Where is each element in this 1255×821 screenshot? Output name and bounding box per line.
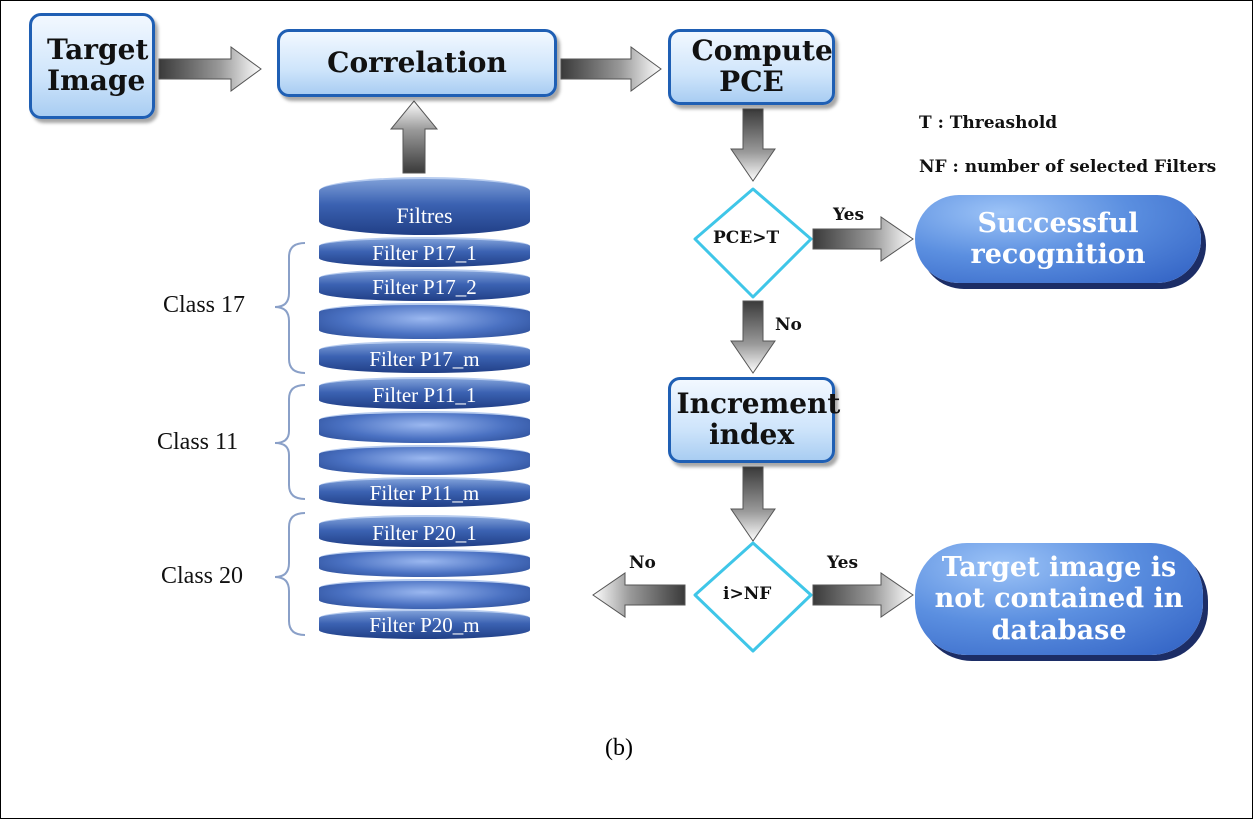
filter-label: Filter P17_2 bbox=[372, 275, 477, 299]
brace-class-17 bbox=[274, 242, 306, 374]
arrow-decision-to-increment bbox=[730, 300, 776, 374]
edge-label-no-2: No bbox=[629, 553, 656, 573]
not-contained-pill: Target image is not contained in databas… bbox=[915, 543, 1203, 655]
edge-label-no-1: No bbox=[775, 315, 802, 335]
figure-caption: (b) bbox=[605, 735, 633, 761]
brace-class-20 bbox=[274, 512, 306, 636]
edge-label-yes-2: Yes bbox=[827, 553, 859, 573]
filter-label: Filter P11_1 bbox=[372, 383, 477, 407]
filter-disk-p20-blank-2 bbox=[319, 579, 530, 609]
correlation-label: Correlation bbox=[327, 45, 507, 79]
filters-db-top: Filtres bbox=[319, 177, 530, 235]
decision-pce-diamond bbox=[693, 187, 813, 299]
filter-label: Filter P17_m bbox=[369, 347, 480, 371]
compute-pce-box: Compute PCE bbox=[668, 29, 835, 105]
brace-class-11 bbox=[274, 384, 306, 500]
filter-label: Filter P17_1 bbox=[372, 241, 477, 265]
arrow-correlation-to-pce bbox=[560, 46, 662, 92]
filter-label: Filter P11_m bbox=[369, 481, 480, 505]
decision-i-nf-label: i>NF bbox=[723, 584, 772, 604]
correlation-box: Correlation bbox=[277, 29, 557, 97]
arrow-pce-to-decision bbox=[730, 108, 776, 182]
filter-disk-p11-blank-1 bbox=[319, 411, 530, 443]
filter-label: Filter P20_1 bbox=[372, 521, 477, 545]
filter-disk-p17-m: Filter P17_m bbox=[319, 341, 530, 373]
legend-nf: NF : number of selected Filters bbox=[919, 157, 1217, 177]
target-image-label: Target Image bbox=[47, 33, 149, 97]
increment-index-box: Increment index bbox=[668, 377, 841, 463]
legend-threshold: T : Threashold bbox=[919, 113, 1058, 133]
arrow-yes-to-success bbox=[812, 216, 914, 262]
successful-recognition-label: Successful recognition bbox=[970, 207, 1146, 270]
arrow-filters-to-correlation bbox=[389, 100, 439, 174]
filter-label: Filter P20_m bbox=[369, 613, 480, 637]
arrow-increment-to-decision2 bbox=[730, 466, 776, 542]
filter-disk-p17-blank bbox=[319, 303, 530, 339]
compute-pce-label: Compute PCE bbox=[691, 34, 833, 98]
decision-pce-label: PCE>T bbox=[713, 228, 780, 248]
class-17-label: Class 17 bbox=[163, 292, 246, 318]
filters-db-top-label: Filtres bbox=[396, 203, 453, 228]
arrow-no-left bbox=[592, 572, 686, 618]
filter-disk-p11-m: Filter P11_m bbox=[319, 477, 530, 507]
filter-disk-p20-m: Filter P20_m bbox=[319, 609, 530, 639]
edge-label-yes-1: Yes bbox=[833, 205, 865, 225]
filter-disk-p17-1: Filter P17_1 bbox=[319, 237, 530, 267]
filter-disk-p11-blank-2 bbox=[319, 445, 530, 475]
class-20-label: Class 20 bbox=[161, 563, 244, 589]
arrow-yes-to-not-contained bbox=[812, 572, 914, 618]
decision-i-nf-diamond bbox=[693, 541, 813, 653]
filter-disk-p17-2: Filter P17_2 bbox=[319, 269, 530, 301]
arrow-target-to-correlation bbox=[158, 46, 262, 92]
class-11-label: Class 11 bbox=[157, 429, 239, 455]
not-contained-label: Target image is not contained in databas… bbox=[934, 552, 1184, 646]
filter-disk-p11-1: Filter P11_1 bbox=[319, 377, 530, 409]
filter-disk-p20-blank-1 bbox=[319, 549, 530, 577]
increment-index-label: Increment index bbox=[676, 387, 841, 451]
target-image-box: Target Image bbox=[29, 13, 155, 119]
successful-recognition-pill: Successful recognition bbox=[915, 195, 1201, 283]
filter-disk-p20-1: Filter P20_1 bbox=[319, 515, 530, 547]
